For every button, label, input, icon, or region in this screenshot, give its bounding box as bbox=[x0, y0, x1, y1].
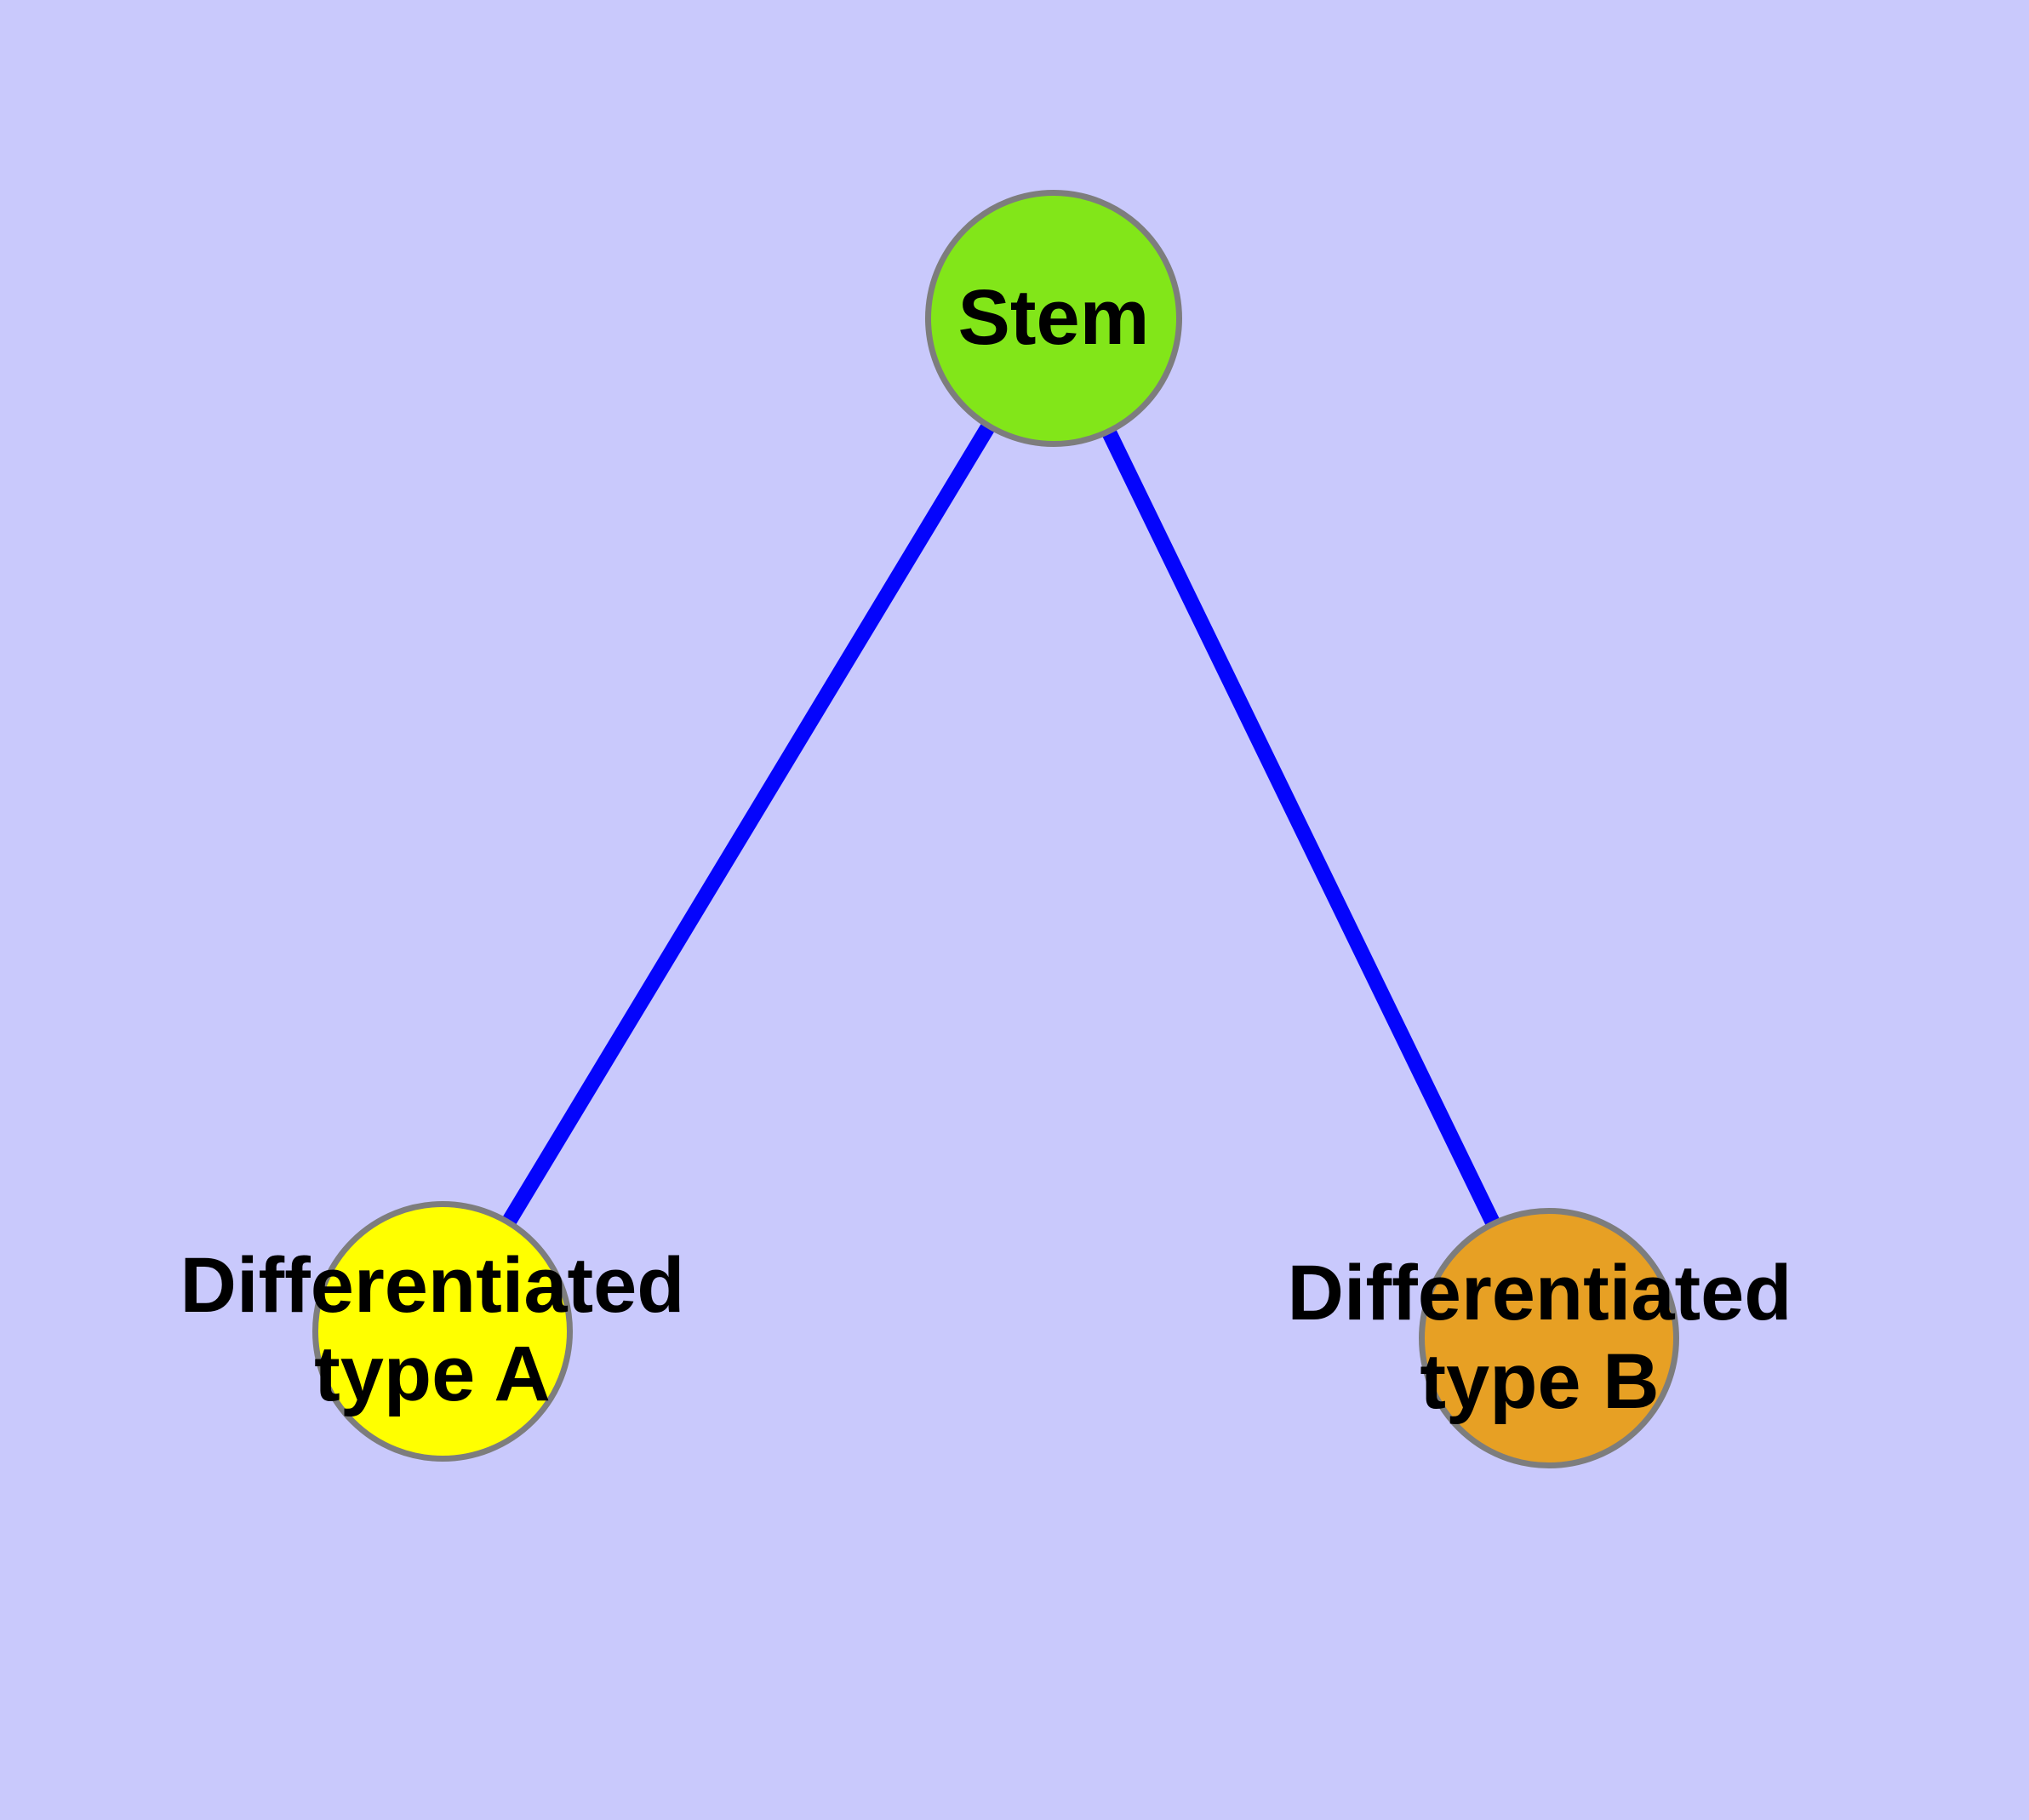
node-type-b-circle bbox=[1419, 1208, 1679, 1468]
edge-stem-to-type-a bbox=[436, 314, 1060, 1336]
edge-stem-to-type-b bbox=[1046, 315, 1557, 1342]
node-type-a-circle bbox=[312, 1201, 573, 1462]
node-label-stem: Stem bbox=[957, 274, 1150, 361]
node-label-type-a: Differentiated type A bbox=[180, 1242, 685, 1417]
node-stem-circle bbox=[925, 190, 1182, 447]
node-label-type-b: Differentiated type B bbox=[1287, 1250, 1792, 1425]
